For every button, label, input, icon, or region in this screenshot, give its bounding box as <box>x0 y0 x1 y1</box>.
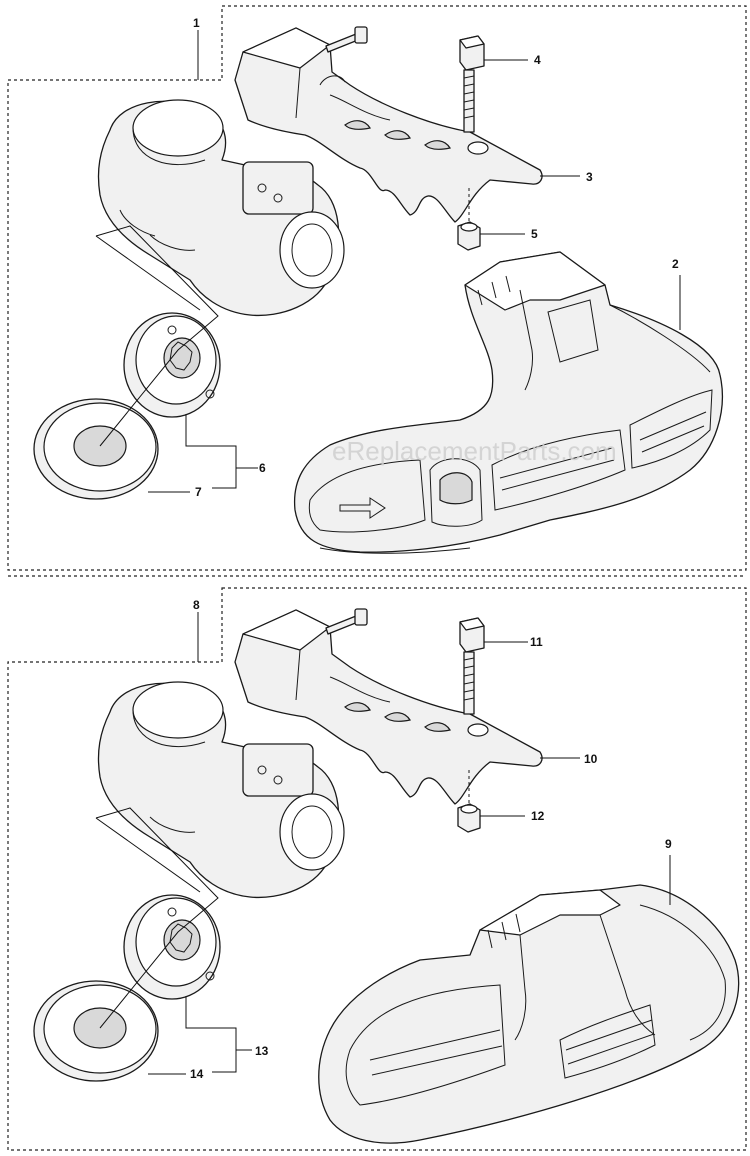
gearhead-housing-bottom <box>97 681 345 899</box>
callout-7: 7 <box>195 485 202 499</box>
part-12-nut <box>457 770 481 833</box>
callout-5: 5 <box>531 227 538 241</box>
part-6-drive-disc <box>123 312 221 418</box>
watermark-text: eReplacementParts.com <box>332 436 617 466</box>
part-9-trimmer-guard <box>318 884 740 1144</box>
part-7-washer <box>33 398 159 500</box>
callout-13: 13 <box>255 1044 269 1058</box>
callout-12: 12 <box>531 809 545 823</box>
gearhead-housing-top <box>97 99 345 317</box>
bracket-screw-bottom <box>325 608 368 635</box>
callout-3: 3 <box>586 170 593 184</box>
assembly-bottom: 8 11 10 12 9 13 14 <box>7 587 747 1151</box>
assembly-frame-bottom <box>7 587 747 1151</box>
callout-14: 14 <box>190 1067 204 1081</box>
callout-6: 6 <box>259 461 266 475</box>
callout-2: 2 <box>672 257 679 271</box>
callout-4: 4 <box>534 53 541 67</box>
part-14-washer <box>33 980 159 1082</box>
callout-9: 9 <box>665 837 672 851</box>
callout-1: 1 <box>193 16 200 30</box>
bracket-screw-top <box>325 26 368 53</box>
part-3-guard-bracket <box>234 27 543 223</box>
part-10-guard-bracket <box>234 609 543 805</box>
callout-8: 8 <box>193 598 200 612</box>
assembly-top: eReplacementParts.com 1 4 3 5 2 6 7 <box>7 5 747 571</box>
leader-lines-bottom <box>95 612 671 1075</box>
part-11-bolt <box>459 617 485 715</box>
leader-lines-top <box>95 30 681 493</box>
part-13-drive-disc <box>123 894 221 1000</box>
callout-10: 10 <box>584 752 598 766</box>
part-2-trimmer-guard <box>293 251 723 554</box>
assembly-frame-top <box>7 5 747 571</box>
part-5-nut <box>457 188 481 251</box>
part-4-bolt <box>459 35 485 133</box>
callout-11: 11 <box>530 635 543 649</box>
